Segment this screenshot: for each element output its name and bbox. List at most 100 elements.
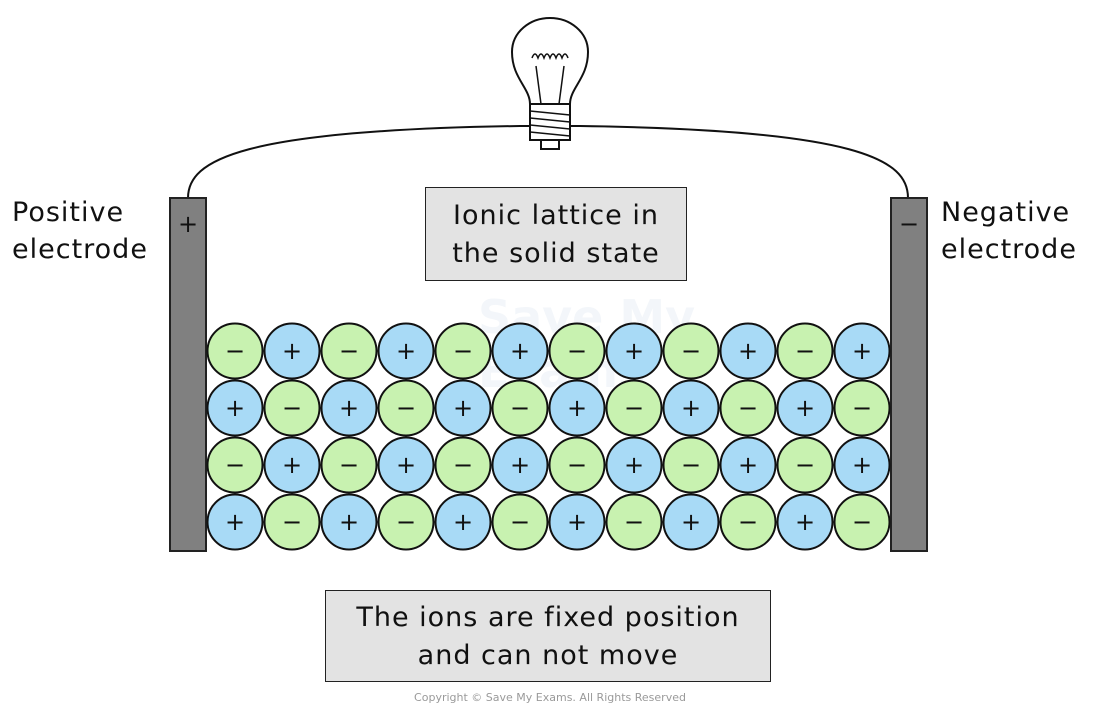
anion bbox=[320, 436, 378, 494]
cation bbox=[548, 379, 606, 437]
ion-charge: + bbox=[225, 508, 245, 536]
ion-charge: − bbox=[567, 337, 587, 365]
anion bbox=[377, 379, 435, 437]
cation bbox=[206, 379, 264, 437]
ion-charge: + bbox=[510, 337, 530, 365]
cation bbox=[605, 322, 663, 380]
ion-charge: + bbox=[738, 337, 758, 365]
anion bbox=[263, 493, 321, 551]
cation bbox=[491, 322, 549, 380]
anion bbox=[548, 322, 606, 380]
ion-charge: + bbox=[795, 394, 815, 422]
cation bbox=[320, 379, 378, 437]
ion-charge: − bbox=[396, 508, 416, 536]
anion bbox=[491, 379, 549, 437]
ion-charge: − bbox=[738, 508, 758, 536]
anion bbox=[833, 493, 891, 551]
ion-charge: − bbox=[681, 337, 701, 365]
cation bbox=[662, 379, 720, 437]
anion bbox=[776, 436, 834, 494]
anion bbox=[548, 436, 606, 494]
ion-charge: − bbox=[339, 451, 359, 479]
positive-electrode-label: Positive electrode bbox=[12, 197, 148, 265]
cation bbox=[377, 436, 435, 494]
ion-charge: + bbox=[681, 394, 701, 422]
anion bbox=[434, 322, 492, 380]
cation bbox=[206, 493, 264, 551]
cation bbox=[434, 379, 492, 437]
ion-charge: − bbox=[795, 337, 815, 365]
cation bbox=[434, 493, 492, 551]
ion-charge: + bbox=[852, 337, 872, 365]
ion-charge: − bbox=[624, 508, 644, 536]
cation bbox=[719, 322, 777, 380]
ion-charge: + bbox=[738, 451, 758, 479]
ion-charge: − bbox=[738, 394, 758, 422]
anion bbox=[662, 322, 720, 380]
ion-charge: + bbox=[624, 451, 644, 479]
ion-charge: + bbox=[681, 508, 701, 536]
ion-charge: − bbox=[282, 508, 302, 536]
ion-charge: + bbox=[795, 508, 815, 536]
cation bbox=[833, 436, 891, 494]
ion-charge: + bbox=[339, 394, 359, 422]
ion-charge: − bbox=[510, 394, 530, 422]
ion-charge: + bbox=[282, 451, 302, 479]
ion-charge: + bbox=[624, 337, 644, 365]
anion bbox=[491, 493, 549, 551]
ion-charge: + bbox=[453, 394, 473, 422]
ion-lattice: − + − + − + − + − + − + + − + − + − + − + − + − − + − + − + − + − + − + + − + −… bbox=[206, 322, 891, 551]
ion-charge: + bbox=[567, 508, 587, 536]
ion-charge: − bbox=[510, 508, 530, 536]
positive-sign: + bbox=[178, 210, 198, 238]
light-bulb-icon bbox=[510, 16, 590, 150]
anion bbox=[263, 379, 321, 437]
copyright-notice: Copyright © Save My Exams. All Rights Re… bbox=[414, 691, 686, 704]
negative-electrode bbox=[890, 197, 928, 552]
negative-sign: − bbox=[899, 210, 919, 238]
ion-charge: + bbox=[396, 337, 416, 365]
ion-charge: − bbox=[624, 394, 644, 422]
cation bbox=[662, 493, 720, 551]
ion-charge: − bbox=[453, 451, 473, 479]
ion-charge: − bbox=[225, 337, 245, 365]
anion bbox=[605, 493, 663, 551]
anion bbox=[662, 436, 720, 494]
ion-charge: − bbox=[225, 451, 245, 479]
anion bbox=[206, 436, 264, 494]
cation bbox=[776, 493, 834, 551]
anion bbox=[605, 379, 663, 437]
ion-charge: + bbox=[339, 508, 359, 536]
ion-charge: − bbox=[282, 394, 302, 422]
anion bbox=[719, 493, 777, 551]
ion-charge: + bbox=[396, 451, 416, 479]
anion bbox=[776, 322, 834, 380]
cation bbox=[605, 436, 663, 494]
ion-charge: + bbox=[567, 394, 587, 422]
cation bbox=[776, 379, 834, 437]
anion bbox=[719, 379, 777, 437]
lattice-caption: Ionic lattice in the solid state bbox=[425, 187, 687, 281]
anion bbox=[320, 322, 378, 380]
ion-charge: − bbox=[795, 451, 815, 479]
ion-charge: + bbox=[453, 508, 473, 536]
cation bbox=[491, 436, 549, 494]
cation bbox=[377, 322, 435, 380]
cation bbox=[719, 436, 777, 494]
ion-charge: + bbox=[225, 394, 245, 422]
anion bbox=[833, 379, 891, 437]
ion-charge: − bbox=[852, 394, 872, 422]
ion-charge: − bbox=[681, 451, 701, 479]
anion bbox=[434, 436, 492, 494]
ion-charge: − bbox=[852, 508, 872, 536]
ion-charge: − bbox=[396, 394, 416, 422]
positive-electrode bbox=[169, 197, 207, 552]
ion-charge: − bbox=[453, 337, 473, 365]
ion-charge: + bbox=[510, 451, 530, 479]
cation bbox=[263, 436, 321, 494]
ions-caption: The ions are fixed position and can not … bbox=[325, 590, 771, 682]
cation bbox=[548, 493, 606, 551]
anion bbox=[377, 493, 435, 551]
ion-charge: + bbox=[852, 451, 872, 479]
